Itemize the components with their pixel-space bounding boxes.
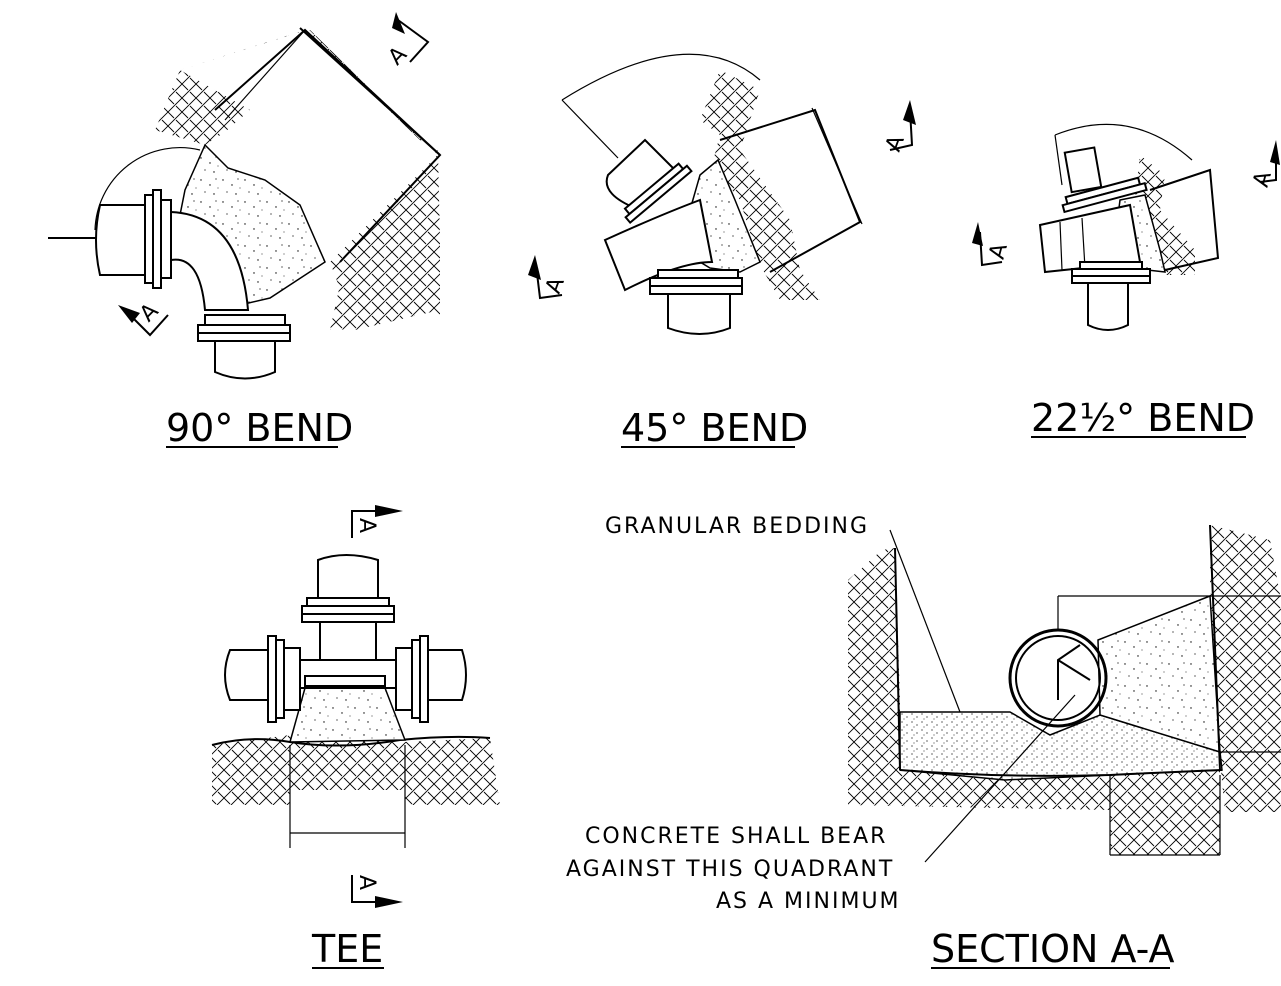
label-section-aa: SECTION A-A — [931, 927, 1175, 971]
granular-bedding — [899, 711, 1223, 781]
pipe-tee-right — [427, 649, 467, 701]
section-marker-22-left: A — [972, 222, 1013, 267]
svg-text:A: A — [985, 241, 1013, 262]
leader-concrete — [924, 694, 1076, 863]
tee-body — [319, 621, 377, 661]
label-22-bend: 22½° BEND — [1031, 396, 1255, 440]
soil-45 — [700, 70, 820, 300]
svg-text:A: A — [541, 274, 570, 297]
bend-90-detail: A A 90° BEND — [48, 12, 442, 450]
section-marker-tee-bottom: A — [351, 875, 403, 908]
bend-22-detail: A A 22½° BEND — [972, 123, 1280, 440]
pipe-tee-left — [224, 649, 269, 701]
bend-45-detail: A A 45° BEND — [528, 53, 916, 450]
pipe-vertical-22 — [1087, 282, 1129, 331]
pipe-vertical-45 — [667, 293, 731, 335]
svg-text:A: A — [354, 875, 379, 890]
section-marker-22-right: A — [1249, 140, 1280, 190]
pipe-tee-top — [317, 554, 379, 599]
svg-text:A: A — [135, 299, 163, 327]
tee-detail: A A TEE — [211, 505, 500, 971]
pipe-horizontal-90 — [95, 204, 146, 276]
pipe-upper-22 — [1063, 146, 1103, 194]
soil-section-right — [1210, 525, 1281, 812]
section-marker-tee-top: A — [351, 505, 403, 538]
callout-concrete-line3: AS A MINIMUM — [716, 889, 901, 914]
label-90-bend: 90° BEND — [166, 406, 353, 450]
thrust-block-tee — [289, 687, 407, 743]
section-marker-90-bottom: A — [118, 299, 169, 337]
callout-concrete-line2: AGAINST THIS QUADRANT — [566, 857, 894, 882]
callout-granular-bedding: GRANULAR BEDDING — [605, 514, 869, 539]
svg-text:A: A — [881, 132, 910, 155]
elbow-90 — [170, 210, 250, 311]
svg-text:A: A — [354, 518, 379, 533]
svg-text:A: A — [384, 42, 412, 70]
leader-bedding — [889, 529, 961, 713]
soil-tee — [212, 735, 500, 805]
soil-section-left — [848, 548, 1220, 855]
label-45-bend: 45° BEND — [621, 406, 808, 450]
label-tee: TEE — [311, 927, 383, 971]
section-aa-detail: GRANULAR BEDDING CONCRETE SHALL BEAR AGA… — [566, 514, 1281, 971]
pipe-vertical-90 — [214, 340, 276, 380]
section-marker-45-right: A — [881, 100, 916, 155]
section-marker-90-top: A — [384, 12, 430, 70]
svg-text:A: A — [1249, 169, 1277, 190]
section-marker-45-left: A — [528, 255, 570, 300]
callout-concrete-line1: CONCRETE SHALL BEAR — [585, 824, 887, 849]
